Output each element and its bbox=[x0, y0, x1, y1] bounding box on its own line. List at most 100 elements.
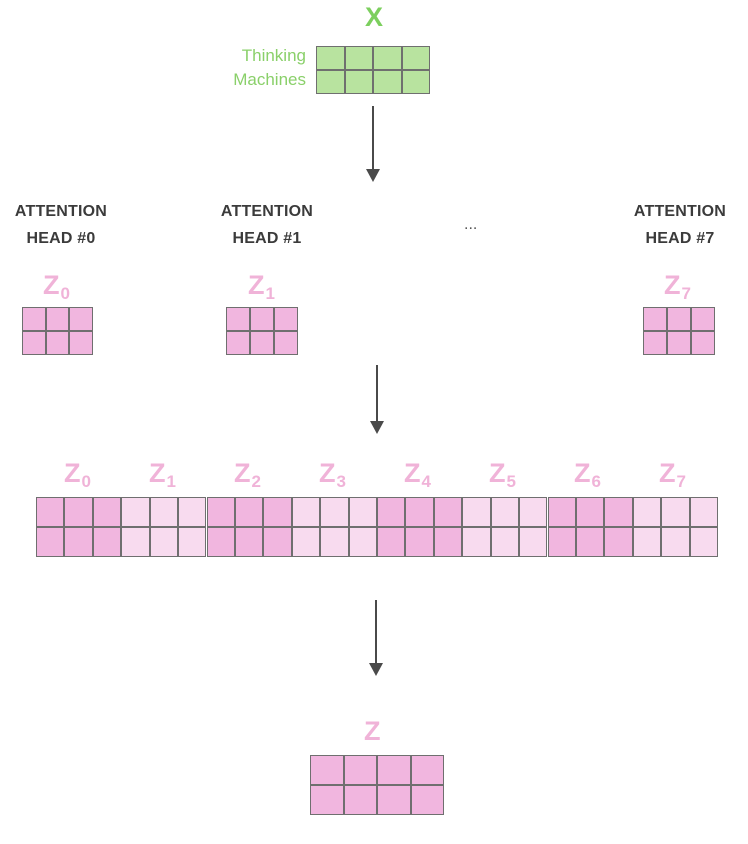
matrix-cell bbox=[519, 497, 548, 527]
matrix-cell bbox=[689, 527, 718, 557]
matrix-cell bbox=[250, 307, 274, 331]
output-title: Z bbox=[364, 716, 381, 746]
matrix-cell bbox=[575, 527, 605, 557]
head-z-label-1: Z1 bbox=[248, 270, 275, 303]
matrix-cell bbox=[689, 497, 718, 527]
matrix-cell bbox=[490, 527, 520, 557]
concat-labels: Z0 Z1 Z2 Z3 Z4 Z5 Z6 Z7 bbox=[36, 458, 718, 494]
matrix-cell bbox=[226, 331, 250, 355]
matrix-cell bbox=[263, 527, 292, 557]
matrix-cell bbox=[405, 497, 434, 527]
matrix-cell bbox=[45, 331, 70, 355]
head-matrix-1 bbox=[226, 307, 298, 355]
matrix-cell bbox=[64, 497, 93, 527]
matrix-cell bbox=[490, 497, 520, 527]
matrix-cell bbox=[320, 497, 349, 527]
matrix-cell bbox=[344, 70, 373, 94]
concat-matrix bbox=[36, 497, 718, 557]
matrix-cell bbox=[121, 527, 150, 557]
matrix-cell bbox=[291, 527, 321, 557]
matrix-cell bbox=[234, 527, 264, 557]
matrix-cell bbox=[519, 527, 548, 557]
concat-block-7 bbox=[632, 497, 718, 557]
head-label-7: ATTENTION HEAD #7 bbox=[633, 203, 727, 247]
matrix-cell bbox=[263, 497, 292, 527]
arrow-down-1 bbox=[366, 106, 380, 182]
concat-z-label-1: Z1 bbox=[149, 458, 176, 491]
matrix-cell bbox=[401, 46, 430, 70]
matrix-cell bbox=[691, 331, 715, 355]
matrix-cell bbox=[410, 785, 444, 815]
matrix-cell bbox=[64, 527, 93, 557]
matrix-cell bbox=[575, 497, 605, 527]
concat-z-label-3: Z3 bbox=[319, 458, 346, 491]
matrix-cell bbox=[377, 497, 406, 527]
concat-block-5 bbox=[462, 497, 548, 557]
matrix-cell bbox=[632, 497, 662, 527]
matrix-cell bbox=[410, 755, 444, 785]
matrix-cell bbox=[291, 497, 321, 527]
matrix-cell bbox=[343, 755, 377, 785]
concat-block-4 bbox=[377, 497, 463, 557]
head-label-1: ATTENTION HEAD #1 bbox=[220, 203, 314, 247]
matrix-cell bbox=[320, 527, 349, 557]
head-z-label-0: Z0 bbox=[43, 270, 70, 303]
matrix-cell bbox=[234, 497, 264, 527]
matrix-cell bbox=[547, 497, 576, 527]
matrix-cell bbox=[604, 527, 633, 557]
matrix-cell bbox=[22, 307, 46, 331]
matrix-cell bbox=[547, 527, 576, 557]
matrix-cell bbox=[22, 331, 46, 355]
concat-block-2 bbox=[206, 497, 292, 557]
matrix-cell bbox=[377, 755, 411, 785]
matrix-cell bbox=[667, 307, 691, 331]
matrix-cell bbox=[69, 307, 93, 331]
input-title: X bbox=[364, 2, 383, 32]
matrix-cell bbox=[643, 331, 667, 355]
matrix-cell bbox=[274, 331, 298, 355]
output-matrix bbox=[310, 755, 444, 815]
concat-block-6 bbox=[547, 497, 633, 557]
matrix-cell bbox=[92, 527, 122, 557]
arrow-down-2 bbox=[370, 365, 384, 435]
matrix-cell bbox=[604, 497, 633, 527]
matrix-cell bbox=[274, 307, 298, 331]
matrix-cell bbox=[661, 497, 690, 527]
matrix-cell bbox=[401, 70, 430, 94]
matrix-cell bbox=[178, 527, 207, 557]
matrix-cell bbox=[661, 527, 690, 557]
matrix-cell bbox=[149, 497, 179, 527]
matrix-cell bbox=[348, 527, 377, 557]
matrix-cell bbox=[36, 497, 65, 527]
matrix-cell bbox=[344, 46, 373, 70]
matrix-cell bbox=[149, 527, 179, 557]
input-word-1: Thinking bbox=[241, 46, 306, 65]
concat-z-label-5: Z5 bbox=[489, 458, 516, 491]
matrix-cell bbox=[250, 331, 274, 355]
matrix-cell bbox=[45, 307, 70, 331]
matrix-cell bbox=[348, 497, 377, 527]
matrix-cell bbox=[178, 497, 207, 527]
matrix-cell bbox=[643, 307, 667, 331]
arrow-down-3 bbox=[369, 600, 383, 678]
matrix-cell bbox=[92, 497, 122, 527]
matrix-cell bbox=[667, 331, 691, 355]
concat-block-3 bbox=[291, 497, 377, 557]
matrix-cell bbox=[462, 527, 491, 557]
matrix-cell bbox=[36, 527, 65, 557]
matrix-cell bbox=[310, 785, 344, 815]
matrix-cell bbox=[316, 46, 345, 70]
head-matrix-7 bbox=[643, 307, 715, 355]
input-matrix bbox=[316, 46, 430, 94]
matrix-cell bbox=[433, 527, 463, 557]
input-words: Thinking Machines bbox=[190, 44, 306, 92]
matrix-cell bbox=[691, 307, 715, 331]
matrix-cell bbox=[310, 755, 344, 785]
matrix-cell bbox=[373, 70, 402, 94]
matrix-cell bbox=[121, 497, 150, 527]
head-label-0: ATTENTION HEAD #0 bbox=[14, 203, 108, 247]
concat-z-label-7: Z7 bbox=[659, 458, 686, 491]
matrix-cell bbox=[373, 46, 402, 70]
matrix-cell bbox=[405, 527, 434, 557]
concat-z-label-0: Z0 bbox=[64, 458, 91, 491]
